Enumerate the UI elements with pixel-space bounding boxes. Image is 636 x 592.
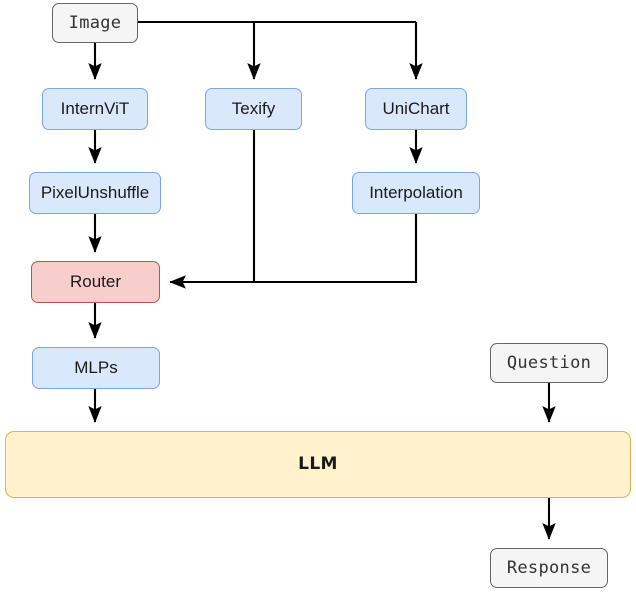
node-pixelunshuffle[interactable]: PixelUnshuffle <box>29 172 161 214</box>
node-internvit-label: InternViT <box>60 98 130 118</box>
node-texify[interactable]: Texify <box>205 88 302 130</box>
node-question-label: Question <box>506 352 592 373</box>
node-router[interactable]: Router <box>31 261 160 303</box>
node-router-label: Router <box>69 271 122 291</box>
node-llm-label: LLM <box>298 454 338 475</box>
node-response-label: Response <box>506 557 592 578</box>
node-llm[interactable]: LLM <box>5 431 631 498</box>
node-unichart[interactable]: UniChart <box>365 88 467 130</box>
node-mlps-label: MLPs <box>74 357 118 377</box>
node-interpolation-label: Interpolation <box>369 182 463 202</box>
node-texify-label: Texify <box>231 98 276 118</box>
node-image[interactable]: Image <box>52 3 138 43</box>
node-interpolation[interactable]: Interpolation <box>352 172 480 214</box>
edge-interpolation-to-router <box>254 214 418 284</box>
node-unichart-label: UniChart <box>382 98 450 118</box>
node-response[interactable]: Response <box>490 548 608 588</box>
node-image-label: Image <box>68 12 122 33</box>
node-internvit[interactable]: InternViT <box>42 88 148 130</box>
node-question[interactable]: Question <box>490 343 608 383</box>
edge-texify-to-router <box>169 130 256 289</box>
node-pixelunshuffle-label: PixelUnshuffle <box>40 182 150 202</box>
node-mlps[interactable]: MLPs <box>32 347 160 389</box>
